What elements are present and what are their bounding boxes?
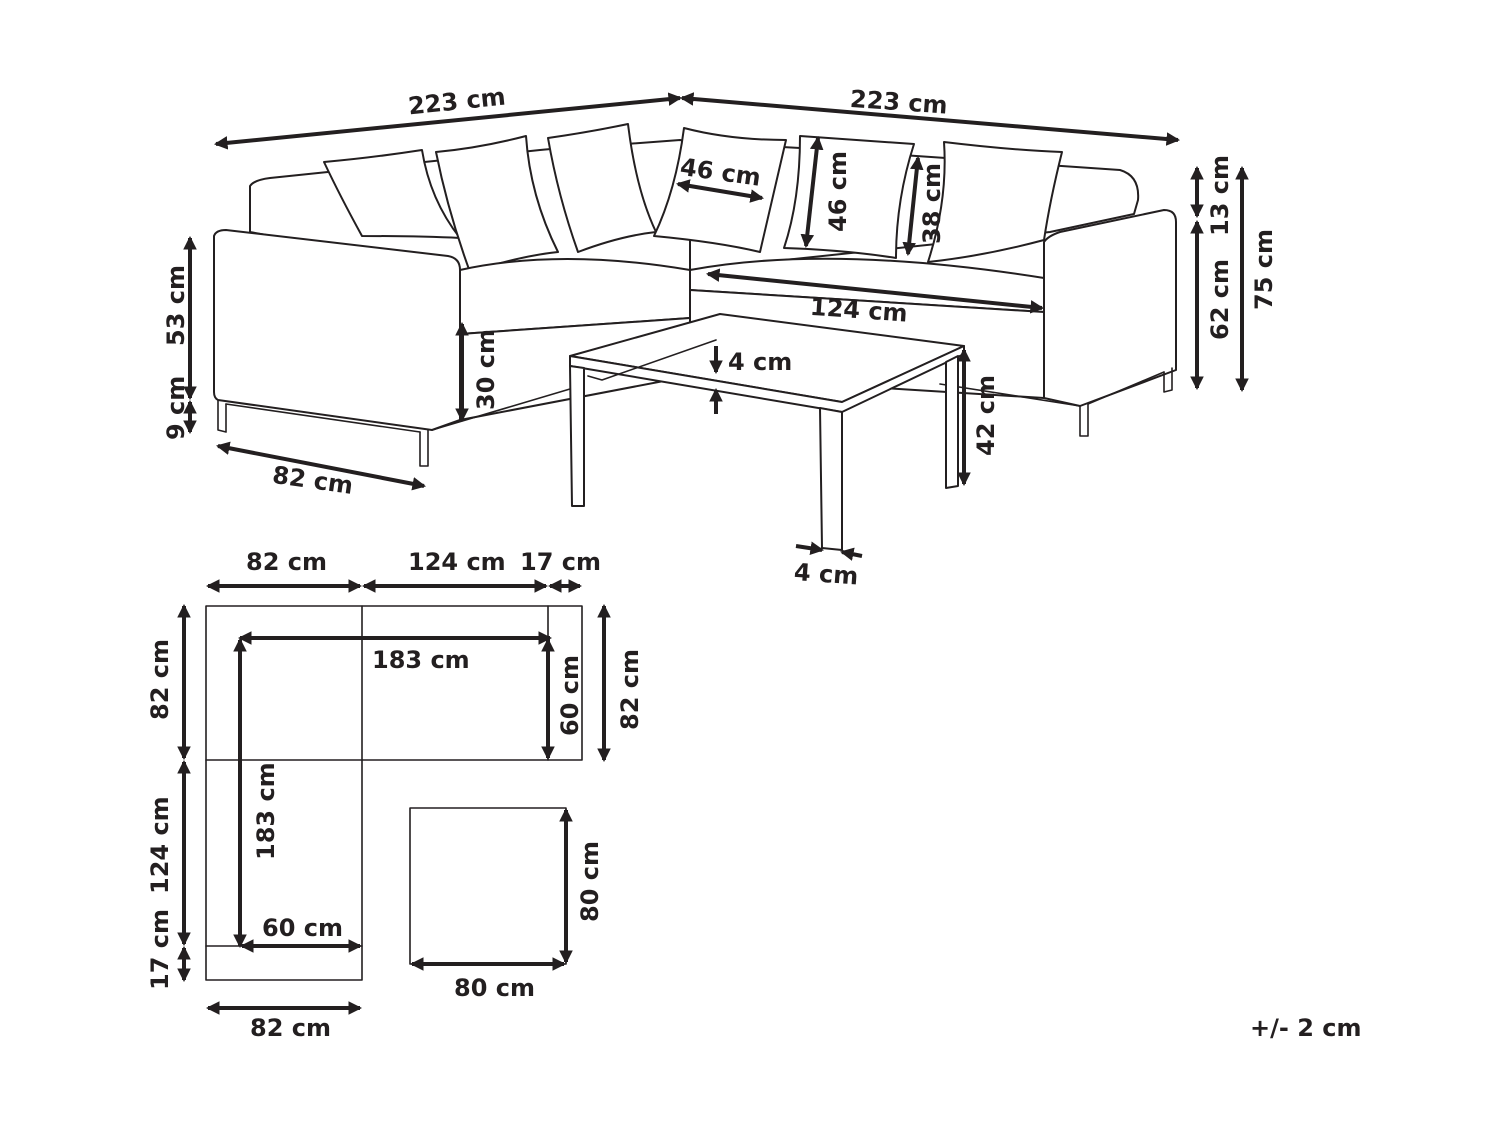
label-total-height: 75 cm [1250, 229, 1278, 310]
table-leg-left [569, 365, 585, 507]
dim-table-leg-arrow-right [839, 547, 863, 561]
left-arm-leg-front [419, 429, 429, 467]
label-seat-cushion-height: 30 cm [472, 329, 500, 410]
dim-back-pillow-height [902, 155, 924, 257]
label-table-height: 42 cm [972, 375, 1000, 456]
label-plan-bottom-width: 82 cm [250, 1014, 331, 1042]
table-leg-front [819, 407, 843, 551]
right-armrest [1043, 209, 1177, 407]
label-plan-top-corner: 82 cm [246, 548, 327, 576]
label-plan-inner-height: 183 cm [252, 762, 280, 860]
label-seat-module-width: 124 cm [809, 293, 908, 328]
label-plan-left-middle: 124 cm [146, 796, 174, 894]
label-table-top-thickness: 4 cm [728, 348, 792, 376]
label-plan-seat-depth-right: 60 cm [556, 655, 584, 736]
label-plan-left-arm: 17 cm [146, 909, 174, 990]
label-pillow-height: 46 cm [824, 151, 852, 232]
label-module-depth: 82 cm [271, 461, 355, 500]
perspective-dimension-lines [183, 92, 1249, 561]
label-back-pillow-height: 38 cm [918, 163, 946, 244]
right-arm-leg-back [1163, 367, 1173, 393]
left-arm-bottom-rail [225, 403, 421, 433]
label-seat-height: 62 cm [1206, 259, 1234, 340]
dim-table-leg-arrow-left [795, 541, 825, 555]
label-plan-inner-width: 183 cm [372, 646, 470, 674]
dim-seat-module-width [705, 268, 1045, 314]
label-armrest-height: 53 cm [162, 265, 190, 346]
plan-dimension-lines [177, 579, 611, 1015]
label-plan-depth-right: 82 cm [616, 649, 644, 730]
plan-labels: 82 cm 124 cm 17 cm 183 cm 60 cm 82 cm 82… [146, 548, 644, 1042]
tolerance-note: +/- 2 cm [1250, 1014, 1361, 1042]
label-table-leg-width: 4 cm [793, 558, 859, 590]
label-plan-top-middle: 124 cm [408, 548, 506, 576]
label-table-depth: 80 cm [576, 841, 604, 922]
coffee-table-drawing [569, 313, 965, 551]
label-leg-height: 9 cm [162, 376, 190, 440]
label-top-right-width: 223 cm [849, 85, 948, 120]
perspective-labels: 223 cm 223 cm 46 cm 46 cm 38 cm 13 cm 62… [162, 82, 1278, 590]
dim-module-depth [215, 441, 427, 491]
left-arm-leg-back [217, 399, 227, 433]
dim-pillow-height [800, 135, 824, 249]
table-back-rail [587, 339, 717, 381]
label-plan-depth-left: 82 cm [146, 639, 174, 720]
left-armrest [213, 229, 461, 431]
right-arm-leg-front [1079, 403, 1089, 437]
label-back-height: 13 cm [1206, 155, 1234, 236]
plan-table-outline [409, 807, 567, 965]
dim-pillow-width [675, 179, 765, 203]
label-table-width: 80 cm [454, 974, 535, 1002]
label-plan-seat-depth-bottom: 60 cm [262, 914, 343, 942]
label-plan-top-arm: 17 cm [520, 548, 601, 576]
table-leg-right [945, 355, 959, 489]
right-arm-bottom-rail [1087, 371, 1165, 405]
dim-top-left-width [213, 92, 683, 150]
back-cushion-6 [927, 141, 1063, 263]
dim-top-right-width [679, 92, 1181, 146]
left-base-rail [431, 385, 581, 431]
